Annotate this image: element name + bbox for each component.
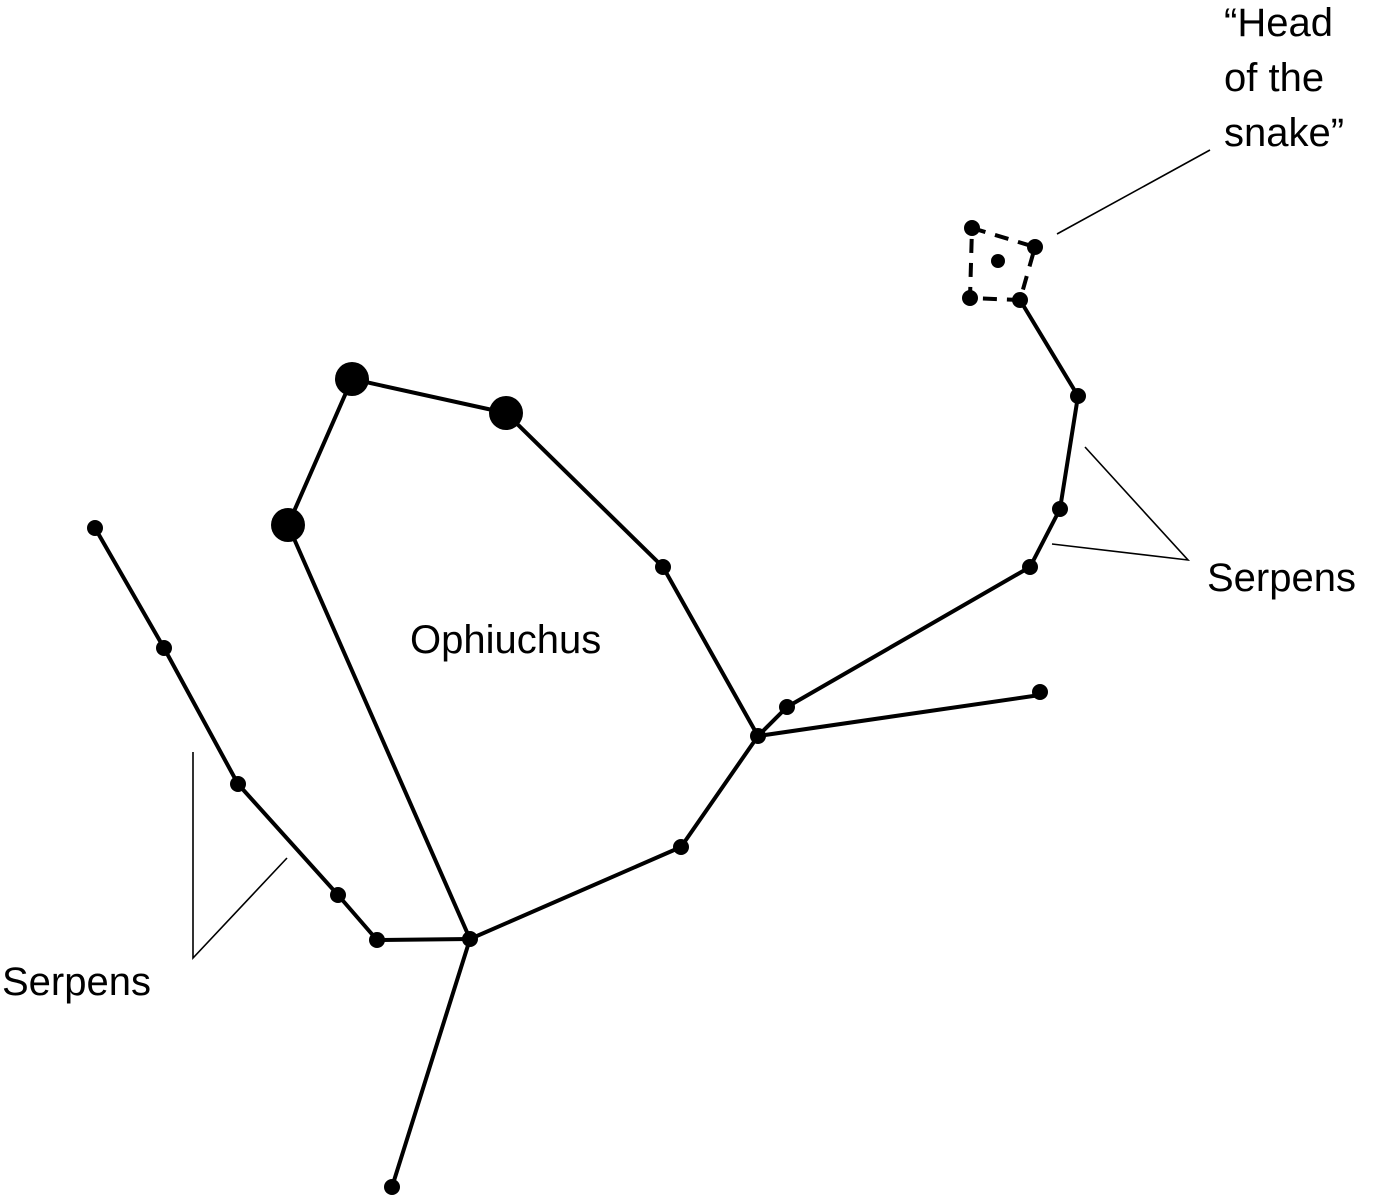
head-star-top-left: [964, 220, 980, 236]
star: [384, 1179, 400, 1195]
ophiuchus-lines: [286, 377, 1042, 1189]
serpens-left-label: Serpens: [2, 960, 151, 1004]
ophiuchus-segment: [504, 411, 665, 569]
serpens-caput-segment: [1018, 298, 1080, 398]
serpens-caput-segment: [785, 565, 1032, 709]
star: [230, 776, 246, 792]
star: [673, 839, 689, 855]
head-star-center: [991, 254, 1005, 268]
ophiuchus-segment: [468, 845, 683, 941]
star: [330, 887, 346, 903]
serpens-caput-segment: [1028, 507, 1062, 569]
labels: “Head of the snake” Serpens Ophiuchus Se…: [2, 1, 1356, 1004]
serpens-cauda-segment: [162, 646, 240, 786]
stars: [87, 362, 1086, 1195]
label-pointers: [192, 149, 1211, 961]
ophiuchus-segment: [350, 377, 508, 415]
head-pointer-line: [1056, 149, 1211, 235]
serpens-cauda-segment: [375, 937, 472, 942]
ophiuchus-segment: [286, 523, 472, 941]
star: [655, 559, 671, 575]
ophiuchus-segment: [390, 937, 472, 1189]
star: [779, 699, 795, 715]
star: [462, 931, 478, 947]
star: [1070, 388, 1086, 404]
ophiuchus-label: Ophiuchus: [410, 618, 601, 662]
ophiuchus-segment: [286, 377, 354, 527]
serpens-right-label: Serpens: [1207, 556, 1356, 600]
star: [87, 520, 103, 536]
ophiuchus-segment: [756, 693, 1042, 738]
bright-star: [335, 362, 369, 396]
serpens-caput-lines: [785, 298, 1080, 709]
serpens-right-bracket: [1051, 446, 1191, 562]
star: [1032, 684, 1048, 700]
serpens-cauda-segment: [336, 893, 379, 942]
serpens-caput-segment: [1058, 394, 1080, 511]
ophiuchus-segment: [661, 565, 760, 738]
serpens-cauda-segment: [236, 782, 340, 897]
star: [750, 728, 766, 744]
head-of-snake-group: [962, 220, 1043, 308]
serpens-cauda-segment: [93, 526, 166, 650]
ophiuchus-segment: [679, 734, 760, 849]
head-label-line-3: snake”: [1224, 111, 1344, 155]
bright-star: [489, 396, 523, 430]
head-star-top-right: [1027, 239, 1043, 255]
head-label-line-1: “Head: [1224, 1, 1333, 45]
star: [1052, 501, 1068, 517]
serpens-left-bracket: [192, 752, 288, 961]
head-star-bottom-left: [962, 290, 978, 306]
star: [1022, 559, 1038, 575]
star: [369, 932, 385, 948]
serpens-cauda-lines: [93, 526, 472, 942]
bright-star: [271, 508, 305, 542]
star: [156, 640, 172, 656]
head-label-line-2: of the: [1224, 56, 1324, 100]
